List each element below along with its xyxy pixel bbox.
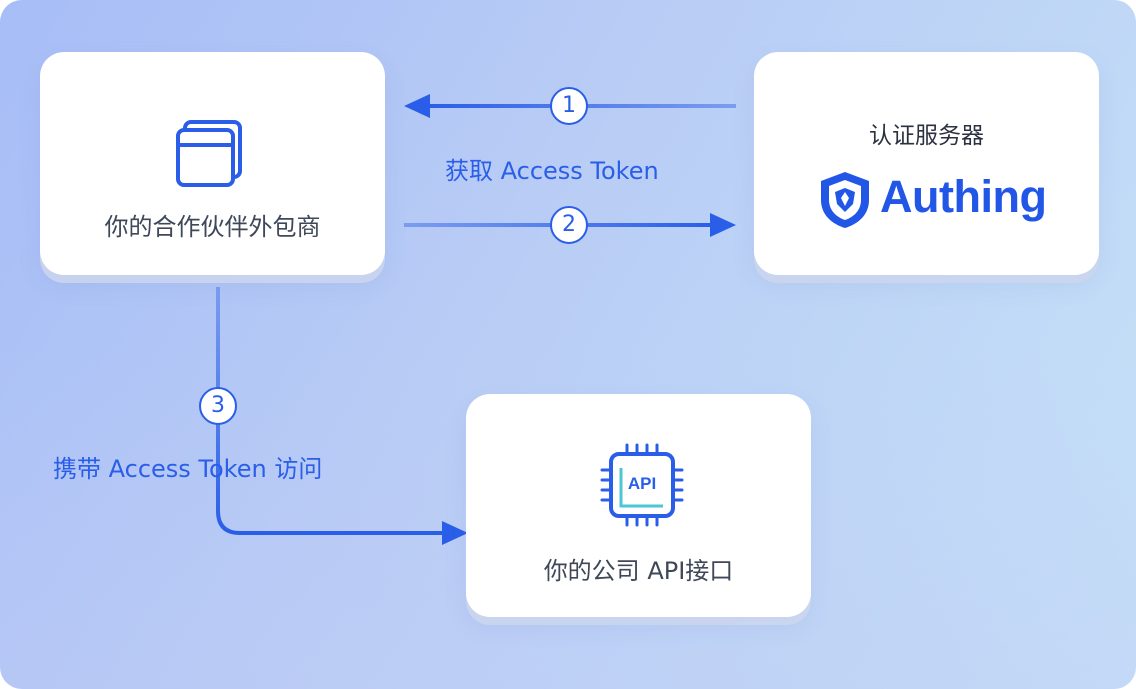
step-2-badge: 2 — [550, 206, 588, 244]
api-label: 你的公司 API接口 — [543, 557, 734, 585]
edge-label-carry-token: 携带 Access Token 访问 — [53, 455, 323, 483]
api-card: API 你的公司 API接口 — [466, 394, 811, 617]
api-chip-icon: API — [600, 443, 684, 527]
edge-label-get-token: 获取 Access Token — [445, 157, 659, 185]
auth-server-card: 认证服务器 Authing — [754, 52, 1099, 275]
arrow-step-3 — [216, 287, 468, 545]
auth-brand-wordmark: Authing — [880, 171, 1047, 222]
partner-card: 你的合作伙伴外包商 — [40, 52, 385, 275]
step-3-badge: 3 — [199, 387, 237, 425]
partner-label: 你的合作伙伴外包商 — [104, 213, 321, 241]
browser-window-icon — [176, 120, 242, 187]
step-1-badge: 1 — [550, 87, 588, 125]
auth-server-title: 认证服务器 — [869, 123, 984, 149]
shield-logo-icon — [821, 172, 869, 228]
api-chip-text: API — [628, 474, 656, 493]
